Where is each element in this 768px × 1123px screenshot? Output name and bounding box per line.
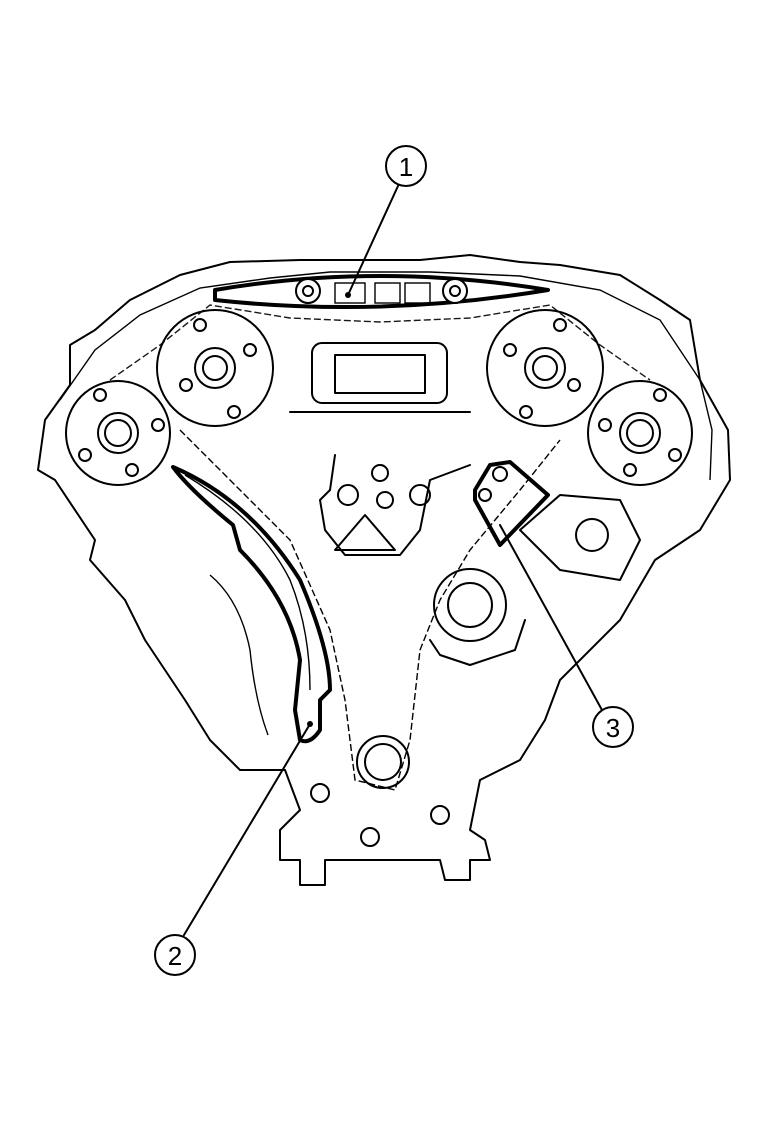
timing-chain (109, 304, 651, 791)
left-slack-guide (171, 465, 332, 744)
upper-chain-guide (213, 274, 550, 310)
callout-1-label: 1 (399, 152, 413, 182)
bottom-plugs (310, 783, 450, 847)
callout-2-label: 2 (168, 941, 182, 971)
leader-line-1 (347, 185, 399, 296)
callout-3: 3 (592, 706, 634, 748)
leader-line-3 (499, 524, 603, 711)
camshaft-sprocket-right-outer (587, 380, 693, 486)
right-bracket (519, 494, 641, 581)
leader-line-2 (183, 723, 311, 936)
callout-3-label: 3 (606, 713, 620, 743)
callout-1: 1 (385, 145, 427, 187)
crankshaft-sprocket (356, 735, 410, 789)
engine-cover-outline (37, 254, 731, 886)
camshaft-sprocket-left-outer (65, 380, 171, 486)
camshaft-sprocket-right-inner (486, 309, 604, 427)
idler-sprocket (429, 568, 526, 666)
central-block-features (289, 342, 471, 556)
camshaft-sprocket-left-inner (156, 309, 274, 427)
chain-tensioner (473, 460, 550, 547)
callout-2: 2 (154, 934, 196, 976)
